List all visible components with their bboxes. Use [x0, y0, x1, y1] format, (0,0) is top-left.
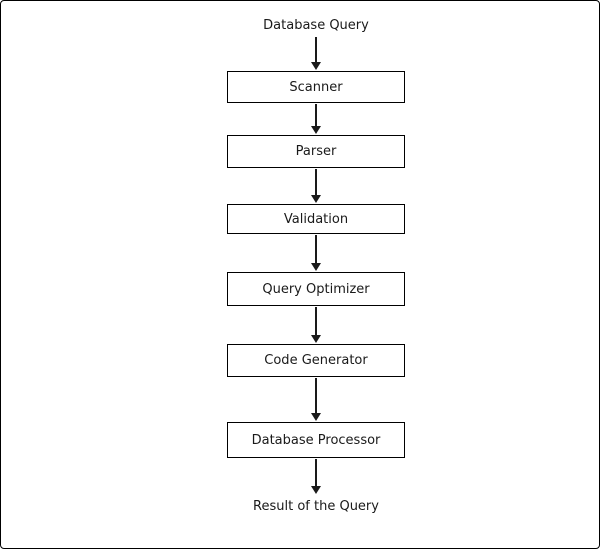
arrow-head-icon — [311, 486, 321, 494]
node-label: Validation — [283, 211, 349, 227]
arrow-head-icon — [311, 195, 321, 203]
end-label: Result of the Query — [253, 499, 379, 514]
node-query-optimizer: Query Optimizer — [227, 272, 405, 306]
arrow-down-icon — [310, 169, 322, 203]
arrow-shaft — [315, 235, 317, 263]
arrow-down-icon — [310, 459, 322, 494]
arrow-down-icon — [310, 307, 322, 343]
arrow-shaft — [315, 378, 317, 413]
node-label: Parser — [295, 144, 337, 159]
arrow-head-icon — [311, 126, 321, 134]
node-validation: Validation — [227, 204, 405, 234]
arrow-shaft — [315, 37, 317, 62]
start-label: Database Query — [263, 18, 369, 33]
arrow-head-icon — [311, 62, 321, 70]
arrow-head-icon — [311, 263, 321, 271]
arrow-down-icon — [310, 37, 322, 70]
arrow-shaft — [315, 104, 317, 126]
node-database-processor: Database Processor — [227, 422, 405, 458]
node-label: Query Optimizer — [262, 281, 370, 297]
arrow-down-icon — [310, 235, 322, 271]
arrow-head-icon — [311, 335, 321, 343]
node-code-generator: Code Generator — [227, 344, 405, 377]
node-label: Database Processor — [251, 432, 381, 448]
arrow-shaft — [315, 169, 317, 195]
node-scanner: Scanner — [227, 71, 405, 103]
arrow-shaft — [315, 307, 317, 335]
node-label: Code Generator — [264, 353, 368, 368]
node-label: Scanner — [289, 79, 343, 95]
node-parser: Parser — [227, 135, 405, 168]
arrow-shaft — [315, 459, 317, 486]
arrow-down-icon — [310, 104, 322, 134]
arrow-down-icon — [310, 378, 322, 421]
arrow-head-icon — [311, 413, 321, 421]
